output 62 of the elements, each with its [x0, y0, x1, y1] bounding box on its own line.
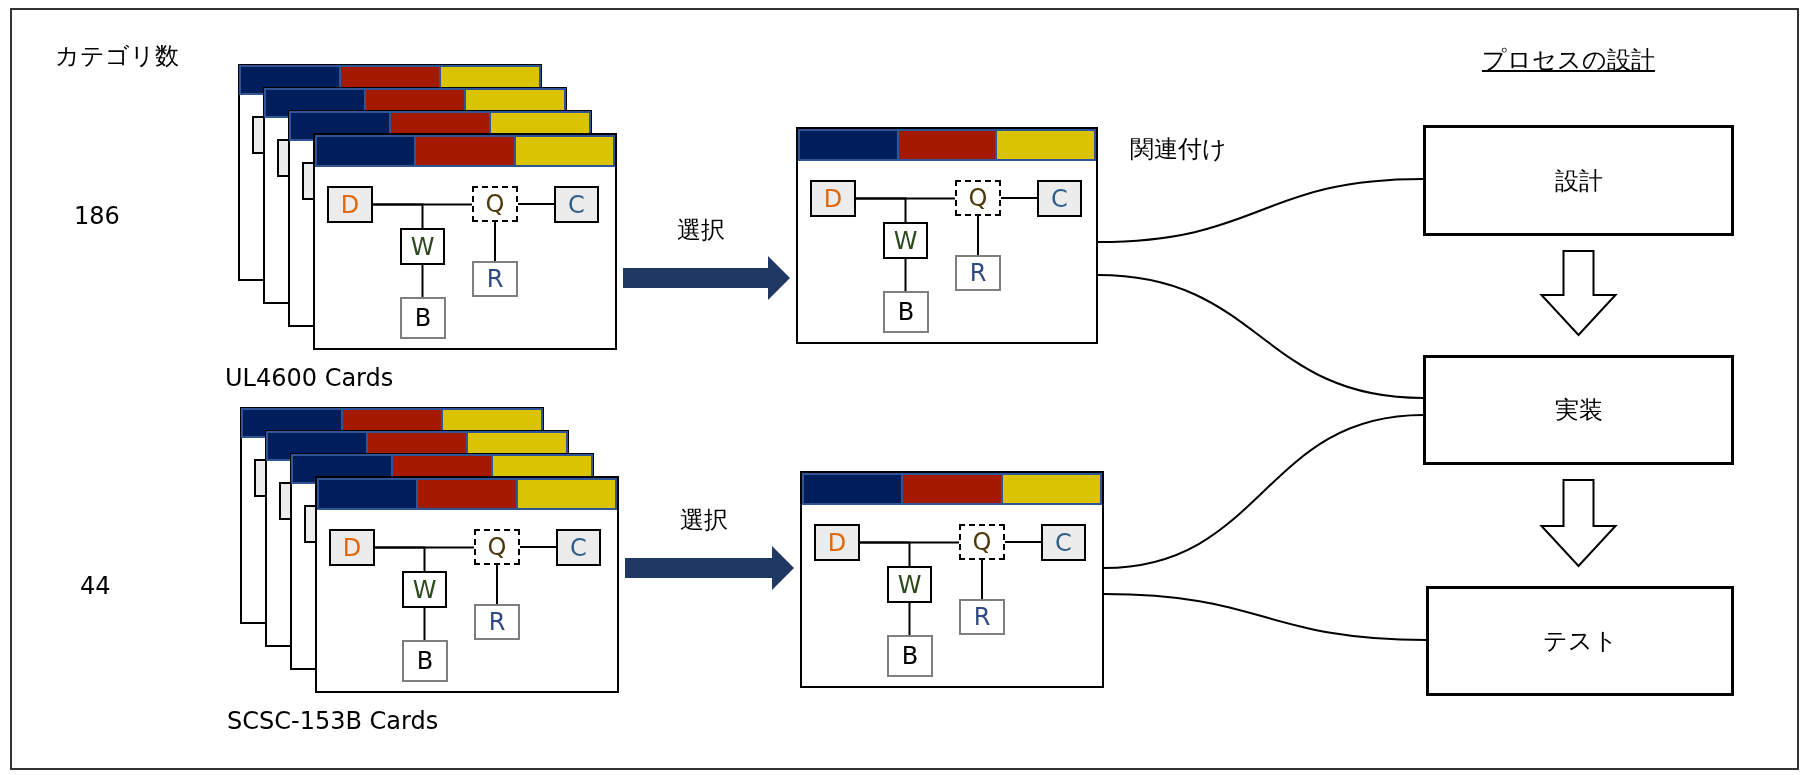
column-heading: カテゴリ数 [55, 42, 179, 71]
letter-box: W [402, 571, 447, 608]
edge-label: 選択 [679, 506, 728, 535]
connector-line [372, 203, 424, 229]
letter-box: Q [959, 524, 1005, 560]
letter-box: R [472, 261, 518, 297]
letter-box: C [1037, 180, 1082, 217]
connector-line [904, 258, 907, 292]
connector-line [423, 607, 426, 641]
letter-box: W [400, 228, 445, 265]
letter-box: B [400, 297, 446, 339]
letter-box: D [327, 186, 373, 223]
connector-line [855, 197, 907, 223]
card-caption: UL4600 Cards [225, 364, 394, 393]
hollow-arrow [1539, 479, 1618, 568]
letter-box: C [556, 529, 601, 566]
link-curve [1103, 414, 1424, 569]
letter-box: Q [474, 529, 520, 565]
letter-box: B [402, 640, 448, 682]
letter-box: C [554, 186, 599, 223]
annotation-label: 関連付け [1130, 135, 1227, 164]
link-curve [1097, 178, 1424, 243]
letter-box: D [810, 180, 856, 217]
connector-line [859, 541, 911, 567]
process-box: 設計 [1423, 125, 1734, 236]
connector-line [981, 559, 983, 600]
block-arrow [623, 256, 790, 300]
card [800, 471, 1104, 688]
letter-box: Q [472, 186, 518, 222]
connector-line [494, 221, 496, 262]
hollow-arrow [1539, 250, 1618, 337]
letter-box: Q [955, 180, 1001, 216]
process-box: 実装 [1423, 355, 1734, 465]
letter-box: D [329, 529, 375, 566]
section-heading: プロセスの設計 [1482, 46, 1655, 75]
connector-line [374, 546, 426, 572]
connector-line [1000, 197, 1038, 199]
letter-box: R [955, 255, 1001, 291]
card-caption: SCSC-153B Cards [227, 707, 439, 736]
letter-box: W [883, 222, 928, 259]
letter-box: B [883, 291, 929, 333]
connector-line [519, 546, 557, 548]
letter-box: R [959, 599, 1005, 635]
connector-line [517, 203, 555, 205]
count-label: 44 [80, 572, 111, 601]
connector-line [496, 564, 498, 605]
link-curve [1103, 593, 1427, 641]
process-box: テスト [1426, 586, 1734, 696]
connector-line [977, 215, 979, 256]
letter-box: C [1041, 524, 1086, 561]
connector-line [908, 602, 911, 636]
count-label: 186 [74, 202, 120, 231]
letter-box: R [474, 604, 520, 640]
connector-line [1004, 541, 1042, 543]
letter-box: W [887, 566, 932, 603]
letter-box: B [887, 635, 933, 677]
card [796, 127, 1098, 344]
connector-line [421, 264, 424, 298]
edge-label: 選択 [676, 216, 725, 245]
block-arrow [625, 546, 794, 590]
letter-box: D [814, 524, 860, 561]
link-curve [1097, 274, 1424, 399]
